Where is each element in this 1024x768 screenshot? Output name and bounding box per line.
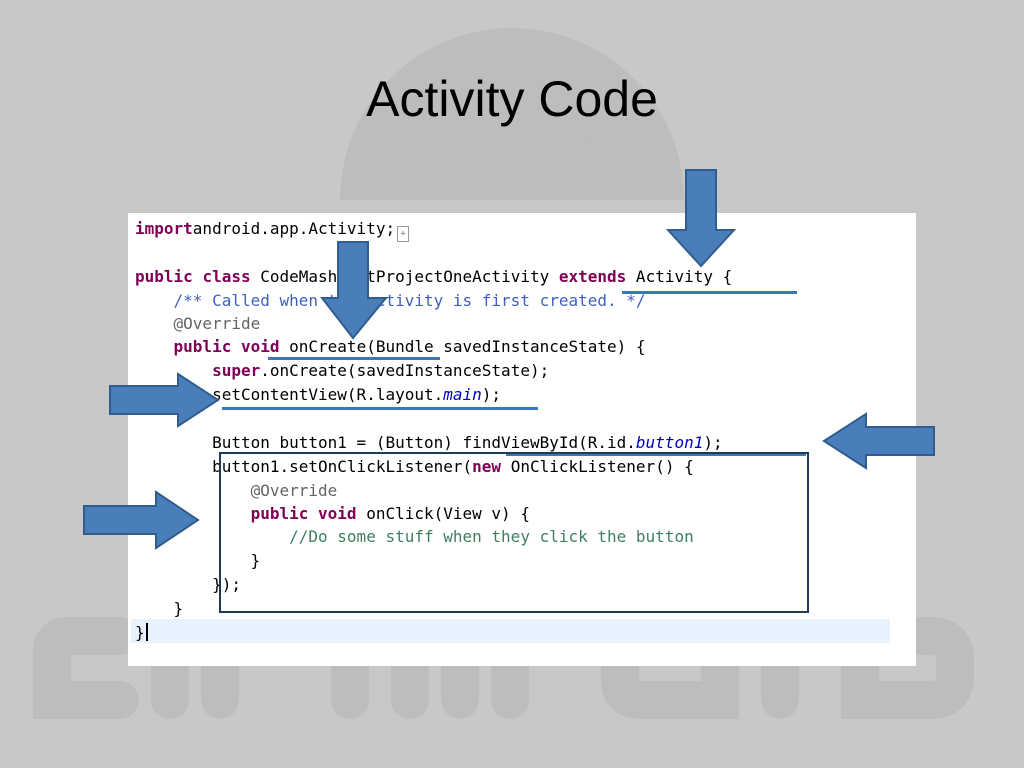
code-token: } — [135, 551, 261, 570]
code-token: OnClickListener() { — [501, 457, 694, 476]
code-token: @Override — [173, 314, 261, 333]
code-line: Button button1 = (Button) findViewById(R… — [135, 431, 723, 455]
code-line: /** Called when the activity is first cr… — [135, 289, 646, 313]
code-token: button1.setOnClickListener( — [135, 457, 473, 476]
code-token: } — [135, 623, 145, 642]
code-fold-icon[interactable]: + — [397, 226, 410, 242]
underline-extends-activity — [622, 291, 797, 294]
code-token — [135, 291, 174, 310]
arrow-right-icon — [109, 372, 220, 428]
code-token — [193, 267, 203, 286]
code-token: void — [240, 337, 280, 356]
underline-oncreate-bundle — [268, 357, 440, 360]
code-editor-panel: importandroid.app.Activity;+ public class… — [128, 213, 916, 666]
code-token — [135, 337, 174, 356]
code-line: super.onCreate(savedInstanceState); — [135, 359, 549, 383]
code-token: ); — [703, 433, 723, 452]
code-token: android.app.Activity; — [192, 219, 396, 238]
arrow-down-icon — [666, 169, 736, 268]
code-token: super — [212, 361, 261, 380]
code-line: @Override — [135, 479, 338, 503]
code-line: public void onCreate(Bundle savedInstanc… — [135, 335, 646, 359]
code-token: CodeMashTestProjectOneActivity — [250, 267, 559, 286]
underline-findviewbyid — [506, 453, 806, 456]
code-line: @Override — [135, 312, 261, 336]
code-token — [231, 337, 241, 356]
code-line: importandroid.app.Activity;+ — [135, 217, 410, 242]
code-line: button1.setOnClickListener(new OnClickLi… — [135, 455, 694, 479]
code-line: //Do some stuff when they click the butt… — [135, 525, 694, 549]
code-token: onClick(View v) { — [356, 504, 530, 523]
code-line: } — [135, 549, 261, 573]
onclick-listener-highlight-box — [219, 452, 809, 613]
code-line: public void onClick(View v) { — [135, 502, 530, 526]
code-token: @Override — [250, 481, 338, 500]
code-token: setContentView(R.layout. — [135, 385, 444, 404]
code-token: extends — [558, 267, 627, 286]
code-token: public — [250, 504, 309, 523]
code-token: Button button1 = (Button) findViewById(R… — [135, 433, 636, 452]
code-token: main — [443, 385, 482, 404]
code-token: void — [318, 504, 357, 523]
arrow-down-icon — [320, 241, 388, 340]
code-token: import — [135, 219, 193, 238]
code-line: } — [135, 597, 184, 621]
code-token: onCreate(Bundle savedInstanceState) { — [279, 337, 646, 356]
arrow-left-icon — [822, 412, 935, 470]
code-token: ); — [481, 385, 502, 404]
arrow-right-icon — [83, 490, 200, 550]
underline-setcontentview — [222, 407, 538, 410]
code-token: new — [472, 457, 502, 476]
code-line: setContentView(R.layout.main); — [135, 383, 501, 407]
code-token: //Do some stuff when they click the butt… — [289, 527, 694, 546]
code-line: public class CodeMashTestProjectOneActiv… — [135, 265, 732, 289]
code-token — [135, 314, 174, 333]
code-token: public — [173, 337, 232, 356]
text-caret — [146, 623, 148, 641]
code-token: .onCreate(savedInstanceState); — [260, 361, 550, 380]
current-line-highlight — [131, 619, 890, 643]
code-line: } — [135, 621, 145, 645]
code-token: button1 — [635, 433, 704, 452]
code-token: Activity { — [626, 267, 733, 286]
code-token: public — [135, 267, 193, 286]
code-token: class — [202, 267, 251, 286]
code-token: /** Called when the activity is first cr… — [173, 291, 646, 310]
slide-title: Activity Code — [366, 71, 658, 127]
code-token: } — [135, 599, 184, 618]
